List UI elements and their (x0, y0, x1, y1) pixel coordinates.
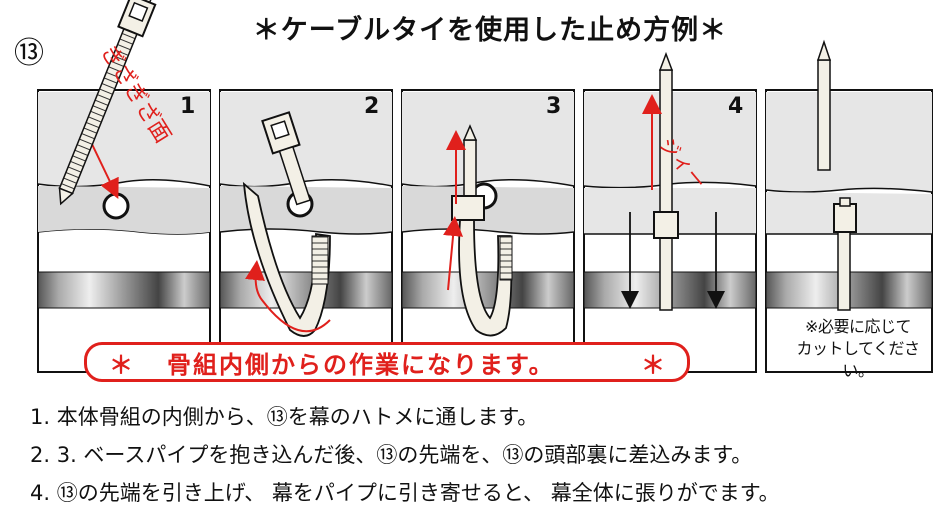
panel-number-1: 1 (180, 94, 196, 119)
panel-2 (219, 89, 393, 373)
panel-number-2: 2 (364, 94, 380, 119)
banner-message: 骨組内側からの作業になります。 (167, 350, 555, 379)
cut-note-line-1: ※必要に応じて (805, 317, 911, 336)
work-inside-banner: ＊ 骨組内側からの作業になります。 ＊ (84, 342, 690, 382)
page-title: ＊ケーブルタイを使用した止め方例＊ (252, 15, 728, 46)
panel-5 (765, 39, 933, 373)
instruction-step-1: 1. 本体骨組の内側から、⑬を幕のハトメに通します。 (30, 405, 539, 429)
cut-note: ※必要に応じて カットしてください。 (784, 316, 932, 382)
part-number-badge: ⑬ (14, 36, 44, 71)
instruction-step-2-3: 2. 3. ベースパイプを抱き込んだ後、⑬の先端を、⑬の頭部裏に差込みます。 (30, 443, 753, 467)
instruction-step-4: 4. ⑬の先端を引き上げ、 幕をパイプに引き寄せると、 幕全体に張りがでます。 (30, 481, 780, 505)
panel-1 (37, 0, 211, 373)
panel-4 (583, 51, 757, 373)
panel-number-4: 4 (728, 94, 744, 119)
banner-star-left: ＊ (109, 350, 133, 379)
panel-number-3: 3 (546, 94, 562, 119)
cut-note-line-2: カットしてください。 (796, 339, 920, 380)
banner-star-right: ＊ (641, 350, 665, 379)
instruction-list: 1. 本体骨組の内側から、⑬を幕のハトメに通します。 2. 3. ベースパイプを… (30, 398, 930, 512)
panel-3 (401, 89, 575, 373)
